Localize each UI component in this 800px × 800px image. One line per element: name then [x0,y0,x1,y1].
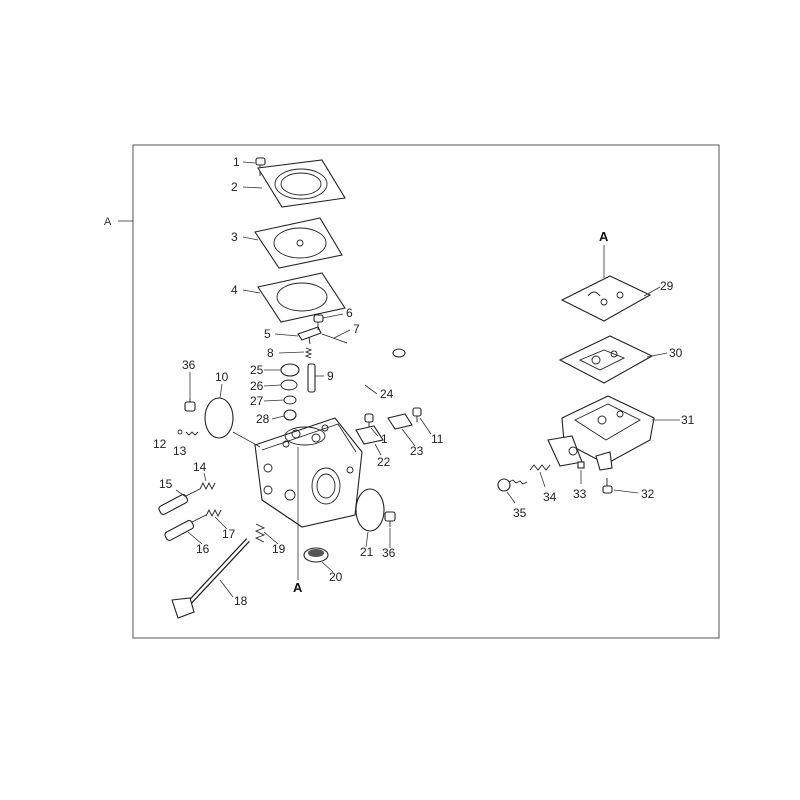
part-screw-11 [412,407,422,422]
callout-label: 34 [543,490,557,504]
callout-label: 28 [256,412,270,426]
part-shaft-24 [340,348,406,416]
callout-label: 31 [681,413,695,427]
callout-label: 11 [431,432,444,446]
callout-label: 7 [353,322,360,336]
part-pin-7 [321,333,348,344]
part-oring-26 [280,379,298,391]
part-gasket-30 [558,335,654,384]
callout-label: 16 [196,542,210,556]
callout-label: 24 [380,387,394,401]
callout-label: 12 [153,437,167,451]
part-plug-28 [283,409,297,421]
part-needle-16 [164,514,207,541]
part-cup-25 [280,363,300,377]
part-screw-32 [602,478,613,494]
callout-label: 20 [329,570,343,584]
leader-lines [175,161,680,598]
part-needle-9 [307,363,316,393]
callout-label: 27 [250,394,264,408]
part-screw-36a [184,398,196,412]
callout-label: 32 [641,487,655,501]
callout-label: 3 [231,230,238,244]
callout-label: 35 [513,506,527,520]
callout-label: 30 [669,346,683,360]
callout-label: 13 [173,444,187,458]
part-ball-12 [177,429,183,435]
part-bracket-22 [355,425,384,445]
callout-label: 6 [346,306,353,320]
part-insert-33 [577,461,585,469]
callout-label: 36 [382,546,396,560]
part-carburetor-body [254,417,363,528]
callout-label: 10 [215,370,229,384]
callout-label: 5 [264,327,271,341]
part-bracket-23 [387,413,413,430]
part-needle-15 [158,488,201,515]
part-spring-19 [254,523,266,543]
side-ref-label: A [104,216,112,228]
callout-label: 8 [267,346,274,360]
group-ref-left: A [293,580,303,595]
part-washer-27 [283,395,297,405]
callout-label: 1 [233,155,240,169]
callout-label: 33 [573,487,587,501]
part-screw-6 [313,314,324,330]
callout-label: 21 [360,545,374,559]
part-filter-20 [303,547,329,563]
part-screw-1 [255,157,266,176]
part-spring-17 [205,508,222,518]
part-cover-2 [257,159,346,208]
callout-label: 1 [381,432,388,446]
callout-numbers: 1 2 3 4 5 6 7 8 25 9 26 27 28 36 10 12 1… [153,155,695,608]
callout-label: 4 [231,283,238,297]
part-screw-35 [497,478,528,492]
callout-label: 9 [327,369,334,383]
part-lever-5 [297,326,322,345]
part-spring-14 [199,481,216,491]
part-plate-10 [204,397,234,439]
diagram-frame [132,144,720,639]
group-ref-right: A [599,229,609,244]
callout-label: 15 [159,477,173,491]
part-screw-1b [364,413,374,429]
callout-label: 36 [182,358,196,372]
part-screw-36b [384,511,396,527]
callout-label: 19 [272,542,286,556]
callout-label: 17 [222,527,236,541]
part-spring-13 [185,431,199,436]
callout-label: 2 [231,180,238,194]
callout-label: 22 [377,455,391,469]
part-plate-21 [355,488,385,532]
callout-label: 26 [250,379,264,393]
part-spring-34 [529,464,551,471]
callout-label: 29 [660,279,674,293]
callout-label: 23 [410,444,424,458]
part-spring-8 [304,347,313,359]
callout-label: 25 [250,363,264,377]
callout-label: 18 [234,594,248,608]
part-gasket-4 [257,272,346,323]
callout-label: 14 [193,460,207,474]
part-diaphragm-3 [254,217,343,269]
part-shaft-18 [171,538,250,619]
part-gasket-29 [560,275,652,322]
part-pump-body-31 [547,395,655,471]
